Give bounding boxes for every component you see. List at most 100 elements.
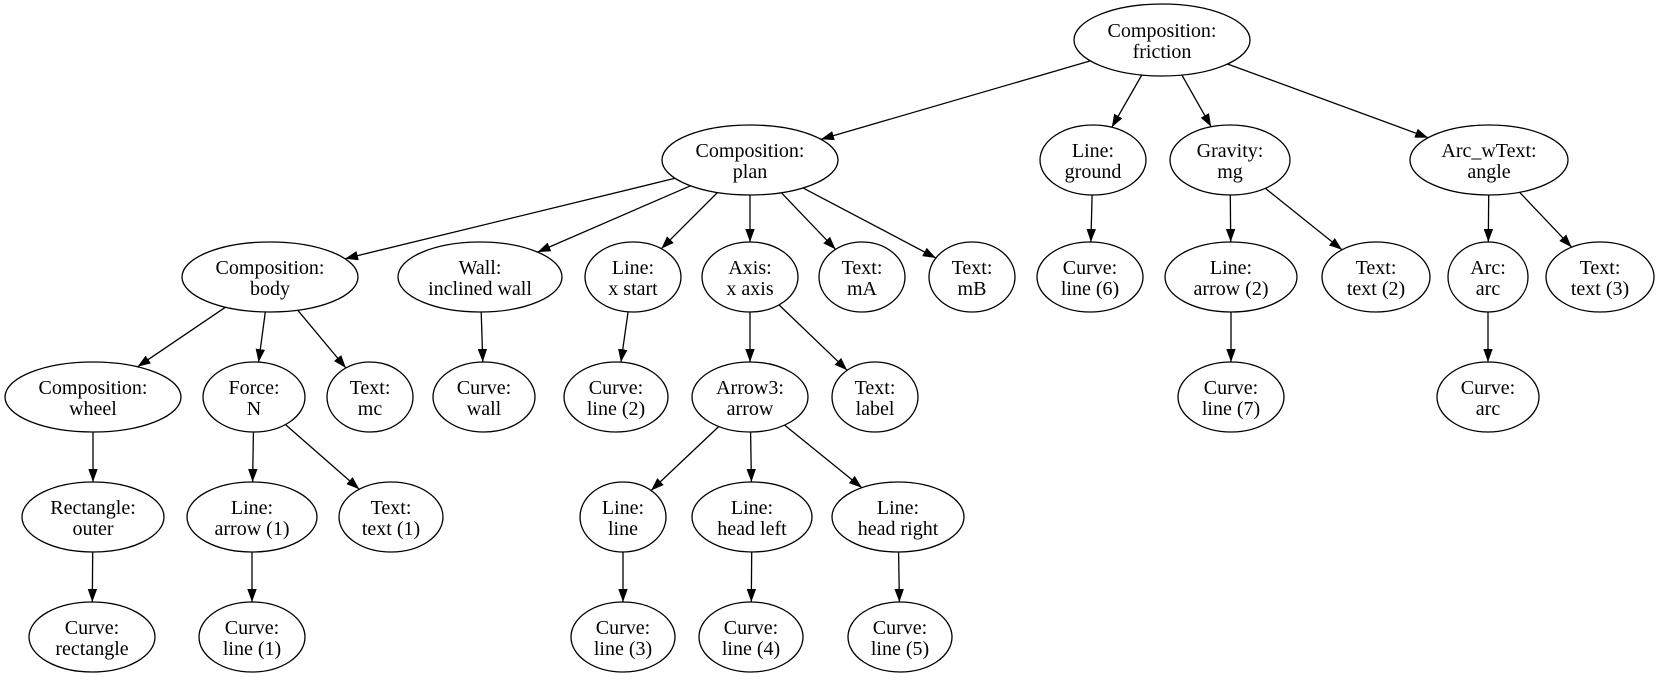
node-ellipse-label [831, 361, 919, 433]
node-label-label-line1: Text: [855, 377, 896, 399]
edge-friction-to-plan [820, 60, 1091, 141]
node-label-curve-rect-line2: rectangle [55, 638, 128, 660]
edge-plan-to-wall [537, 185, 691, 253]
edge-plan-to-x-start [660, 192, 718, 250]
node-ellipse-mg [1169, 124, 1291, 196]
node-label-ground-line1: Line: [1072, 140, 1114, 162]
node-ellipse-arrow2 [1164, 241, 1298, 313]
node-ellipse-text1 [338, 481, 444, 553]
node-head-left: Line:head left [691, 481, 813, 553]
node-label-text2-line2: text (2) [1347, 278, 1405, 300]
node-label-line1-line2: line (1) [223, 638, 281, 660]
node-label-angle-line2: angle [1467, 161, 1510, 183]
node-ellipse-arc [1447, 241, 1529, 313]
node-arrow2: Line:arrow (2) [1164, 241, 1298, 313]
node-label-curve-arc-line1: Curve: [1461, 377, 1515, 399]
node-ellipse-arrow3 [691, 361, 809, 433]
edge-wall-to-curve-wall [477, 311, 488, 363]
node-line: Line:line [579, 481, 667, 553]
edge-N-to-text1 [285, 424, 360, 490]
node-label-line-line1: Line: [602, 497, 644, 519]
node-label-text3-line2: text (3) [1571, 278, 1629, 300]
node-ellipse-mB [928, 241, 1016, 313]
node-ellipse-curve-wall [432, 361, 536, 433]
node-arrow3: Arrow3:arrow [691, 361, 809, 433]
node-outer: Rectangle:outer [21, 481, 165, 553]
node-label-plan-line2: plan [733, 161, 767, 183]
node-ellipse-arrow1 [186, 481, 318, 553]
node-mc: Text:mc [326, 361, 414, 433]
nodes-layer: Composition:frictionComposition:planLine… [4, 3, 1655, 673]
node-ellipse-plan [661, 124, 839, 196]
node-label-line3-line1: Curve: [596, 617, 650, 639]
node-line3: Curve:line (3) [570, 601, 676, 673]
node-label-text1-line1: Text: [371, 497, 412, 519]
node-ellipse-line5 [847, 601, 953, 673]
node-line1: Curve:line (1) [198, 601, 306, 673]
node-label-wheel-line1: Composition: [39, 377, 148, 399]
node-plan: Composition:plan [661, 124, 839, 196]
node-ground: Line:ground [1039, 124, 1147, 196]
node-wall: Wall:inclined wall [397, 241, 563, 313]
node-text2: Text:text (2) [1321, 241, 1431, 313]
node-x-start: Line:x start [584, 241, 682, 313]
node-label-line3-line2: line (3) [594, 638, 652, 660]
node-label-ground-line2: ground [1065, 161, 1122, 183]
node-ellipse-outer [21, 481, 165, 553]
node-label-wheel-line2: wheel [69, 398, 117, 420]
node-ellipse-x-axis [701, 241, 799, 313]
node-text1: Text:text (1) [338, 481, 444, 553]
node-ellipse-wall [397, 241, 563, 313]
edge-head-right-to-line5 [894, 551, 904, 603]
node-curve-arc: Curve:arc [1436, 361, 1540, 433]
node-arrow1: Line:arrow (1) [186, 481, 318, 553]
node-N: Force:N [202, 361, 306, 433]
node-ellipse-text3 [1545, 241, 1655, 313]
node-label-outer-line2: outer [72, 518, 113, 540]
node-ellipse-ground [1039, 124, 1147, 196]
node-label-line5-line1: Curve: [873, 617, 927, 639]
edge-arrow3-to-head-right [784, 424, 863, 489]
node-label-arrow2-line2: arrow (2) [1194, 278, 1269, 300]
node-label-body-line2: body [250, 278, 290, 300]
node-arc: Arc:arc [1447, 241, 1529, 313]
node-label-wall-line2: inclined wall [428, 278, 532, 300]
node-label-mA-line1: Text: [842, 257, 883, 279]
node-curve-rect: Curve:rectangle [28, 601, 156, 673]
node-label-line6-line1: Curve: [1063, 257, 1117, 279]
node-label-curve-wall-line2: wall [467, 398, 502, 420]
edge-plan-to-mA [780, 192, 837, 250]
node-label-mB-line2: mB [958, 278, 987, 300]
node-label-head-left-line2: head left [717, 518, 787, 540]
node-ellipse-mA [818, 241, 906, 313]
node-text3: Text:text (3) [1545, 241, 1655, 313]
node-ellipse-line6 [1036, 241, 1144, 313]
edge-mg-to-text2 [1264, 187, 1343, 251]
node-label-N-line2: N [247, 398, 261, 420]
node-label-line1-line1: Curve: [225, 617, 279, 639]
node-label-line7-line1: Curve: [1204, 377, 1258, 399]
node-label-wall-line1: Wall: [459, 257, 502, 279]
node-friction: Composition:friction [1073, 3, 1251, 77]
node-label-plan-line1: Composition: [696, 140, 805, 162]
node-label-x-axis-line2: x axis [726, 278, 773, 300]
node-ellipse-line7 [1177, 361, 1285, 433]
node-label-line-line2: line [608, 518, 638, 540]
node-label-x-axis-line1: Axis: [728, 257, 771, 279]
edges-layer [87, 60, 1573, 603]
node-label-mg-line1: Gravity: [1197, 140, 1264, 162]
node-line6: Curve:line (6) [1036, 241, 1144, 313]
node-label-line7-line2: line (7) [1202, 398, 1260, 420]
edge-x-start-to-line2 [618, 311, 629, 363]
node-ellipse-x-start [584, 241, 682, 313]
node-mB: Text:mB [928, 241, 1016, 313]
node-line7: Curve:line (7) [1177, 361, 1285, 433]
edge-body-to-wheel [137, 306, 226, 368]
edge-plan-to-body [344, 177, 676, 261]
node-ellipse-body [181, 241, 359, 313]
node-label-head-left-line1: Line: [731, 497, 773, 519]
node-ellipse-wheel [4, 361, 182, 433]
edge-body-to-mc [297, 309, 347, 369]
node-label-arrow1-line1: Line: [231, 497, 273, 519]
node-ellipse-line4 [698, 601, 804, 673]
